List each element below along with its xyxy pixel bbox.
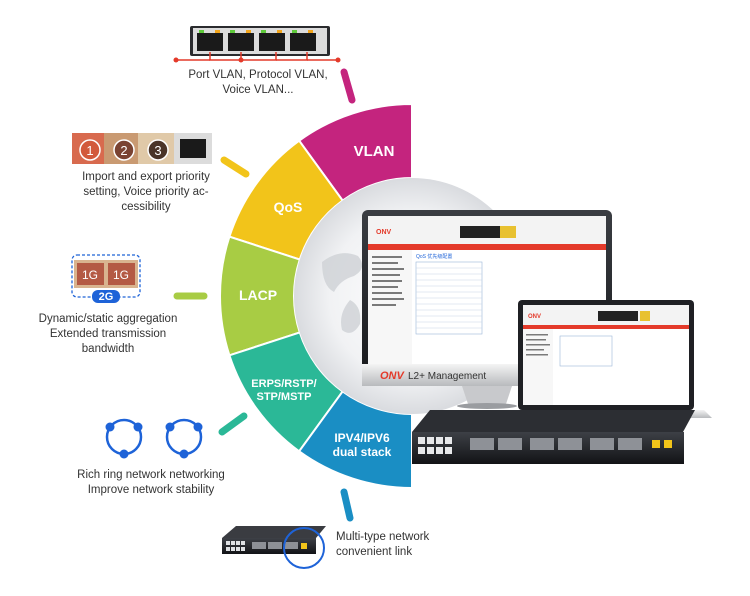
laptop-screen-brand: ONV (528, 314, 541, 320)
small-switch-image (222, 526, 326, 569)
qos-priority-badge-1: 1 (86, 143, 93, 158)
lacp-segment-label: LACP (239, 287, 277, 303)
qos-caption-line2: setting, Voice priority ac- (83, 186, 209, 198)
qos-caption: Import and export priority setting, Voic… (58, 170, 234, 215)
rack-switch-sfp-ports (470, 438, 642, 450)
vlan-caption-line2: Voice VLAN... (222, 84, 294, 96)
ring-network-icon (105, 418, 203, 459)
erps-segment-label-line1: ERPS/RSTP/ (251, 378, 316, 390)
lacp-aggregation-image: 1G 1G 2G (71, 254, 141, 303)
monitor-caption: L2+ Management (408, 371, 486, 382)
erps-caption-line2: Improve network stability (87, 484, 215, 496)
connector-dashes (173, 68, 356, 522)
rack-switch-image (412, 410, 695, 464)
lacp-link-1g-second: 1G (113, 268, 129, 282)
vlan-caption: Port VLAN, Protocol VLAN, Voice VLAN... (168, 68, 348, 98)
qos-ports-image: 1 2 3 (72, 133, 212, 164)
rack-switch-rj45-ports (418, 437, 452, 454)
lacp-caption-line2: Extended transmission (49, 328, 167, 340)
erps-caption-line1: Rich ring network networking (77, 469, 225, 481)
qos-segment-label: QoS (274, 199, 303, 215)
laptop-image: ONV (500, 300, 712, 418)
ipv-caption-line1: Multi-type network (336, 531, 430, 543)
ipv-segment-label-line2: dual stack (333, 445, 392, 459)
feature-wheel (219, 102, 413, 490)
qos-caption-line1: Import and export priority (82, 171, 210, 183)
monitor-brand-logo: ONV (380, 370, 406, 382)
ipv-segment-label-line1: IPV4/IPV6 (334, 431, 390, 445)
lacp-caption: Dynamic/static aggregation Extended tran… (18, 312, 198, 357)
qos-priority-badge-2: 2 (120, 143, 127, 158)
ipv-caption: Multi-type network convenient link (336, 530, 456, 560)
qos-priority-badge-3: 3 (154, 143, 161, 158)
erps-segment-label-line2: STP/MSTP (256, 391, 311, 403)
vlan-segment-label: VLAN (354, 143, 395, 160)
lacp-aggregate-2g: 2G (99, 291, 114, 303)
vlan-ports-image (173, 26, 341, 63)
monitor-panel-title: QoS 优先级配置 (416, 253, 452, 260)
lacp-caption-line1: Dynamic/static aggregation (38, 313, 178, 325)
vlan-caption-line1: Port VLAN, Protocol VLAN, (188, 69, 328, 81)
lacp-link-1g-first: 1G (82, 268, 98, 282)
lacp-caption-line3: bandwidth (81, 343, 135, 355)
erps-caption: Rich ring network networking Improve net… (58, 468, 244, 498)
monitor-screen-brand: ONV (376, 229, 392, 236)
ipv-caption-line2: convenient link (336, 546, 413, 558)
qos-caption-line3: cessibility (121, 201, 171, 213)
